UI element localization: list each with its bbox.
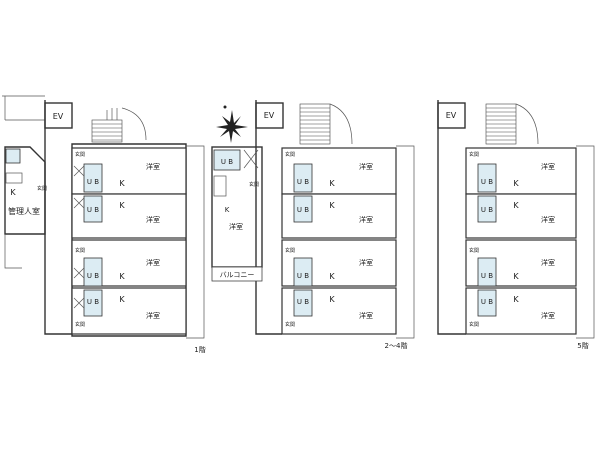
room-label: 洋室 [541, 311, 555, 320]
floor-1: EV K 管理人室 玄関 [2, 95, 206, 354]
genkan-label: 玄関 [75, 247, 85, 254]
room-label: 洋室 [541, 162, 555, 171]
ub-label: U B [221, 158, 233, 166]
ub-label: U B [87, 178, 99, 186]
room-label: 洋室 [359, 258, 373, 267]
k-label: K [225, 206, 230, 214]
k-label: K [513, 272, 519, 281]
k-label: K [329, 272, 335, 281]
units-f5: 洋室 洋室 洋室 洋室 U B U B U B U B K K K K 玄関 玄… [465, 145, 595, 339]
ub-label: U B [481, 178, 493, 186]
ub-label: U B [297, 206, 309, 214]
stairs [91, 107, 147, 143]
floor-1-label: 1階 [194, 345, 205, 354]
room-label: 洋室 [146, 215, 160, 224]
units-f2: 洋室 洋室 洋室 洋室 U B U B U B U B K K K K 玄関 玄… [281, 145, 415, 339]
compass-icon [216, 105, 248, 143]
k-label: K [329, 201, 335, 210]
room-label: 洋室 [359, 215, 373, 224]
genkan-label: 玄関 [249, 181, 259, 188]
ub-label: U B [297, 272, 309, 280]
ub-label: U B [87, 298, 99, 306]
ub-label: U B [297, 178, 309, 186]
ub-label: U B [87, 272, 99, 280]
manager-room: K 管理人室 玄関 [4, 146, 47, 269]
k-label: K [513, 179, 519, 188]
k-label: K [119, 295, 125, 304]
genkan-label: 玄関 [469, 321, 479, 328]
genkan-label: 玄関 [75, 151, 85, 158]
floor-5-label: 5階 [577, 341, 588, 350]
ev-box [437, 102, 466, 129]
ev-box [44, 102, 73, 129]
stairs [299, 103, 353, 145]
genkan-label: 玄関 [469, 151, 479, 158]
genkan-label: 玄関 [285, 321, 295, 328]
room-label: 洋室 [146, 162, 160, 171]
ev-box [255, 102, 284, 129]
room-label: 洋室 [146, 311, 160, 320]
room-label: 洋室 [359, 162, 373, 171]
room-label: 洋室 [541, 215, 555, 224]
ub-label: U B [87, 206, 99, 214]
k-label: K [119, 179, 125, 188]
stairs [485, 103, 539, 145]
k-label: K [513, 201, 519, 210]
room-label: 洋室 [229, 222, 243, 231]
balcony-label: バルコニー [220, 271, 255, 279]
genkan-label: 玄関 [285, 151, 295, 158]
genkan-label: 玄関 [75, 321, 85, 328]
ev-label: EV [264, 111, 275, 120]
genkan-label: 玄関 [469, 247, 479, 254]
k-label: K [119, 201, 125, 210]
room-label: 洋室 [541, 258, 555, 267]
genkan-label: 玄関 [285, 247, 295, 254]
room-label: 洋室 [359, 311, 373, 320]
side-unit: U B K 洋室 玄関 バルコニー [211, 146, 263, 282]
genkan-label: 玄関 [37, 185, 47, 192]
k-label: K [10, 188, 16, 197]
ev-label: EV [53, 112, 64, 121]
k-label: K [329, 295, 335, 304]
ub-label: U B [481, 206, 493, 214]
manager-room-label: 管理人室 [8, 206, 40, 216]
k-label: K [329, 179, 335, 188]
units-f1: 洋室 洋室 洋室 洋室 U B U B U B U B K K K K 玄関 玄… [71, 147, 187, 335]
ub-label: U B [481, 298, 493, 306]
ub-label: U B [481, 272, 493, 280]
ub-label: U B [297, 298, 309, 306]
k-label: K [513, 295, 519, 304]
ev-label: EV [446, 111, 457, 120]
floor-2-4: EV U B K 洋室 玄関 バルコニー [211, 100, 415, 350]
room-label: 洋室 [146, 258, 160, 267]
k-label: K [119, 272, 125, 281]
floor-5: EV 洋室 洋室 洋室 洋室 U B U B U B U B K K [437, 100, 595, 350]
floor-2-4-label: 2～4階 [385, 341, 408, 350]
